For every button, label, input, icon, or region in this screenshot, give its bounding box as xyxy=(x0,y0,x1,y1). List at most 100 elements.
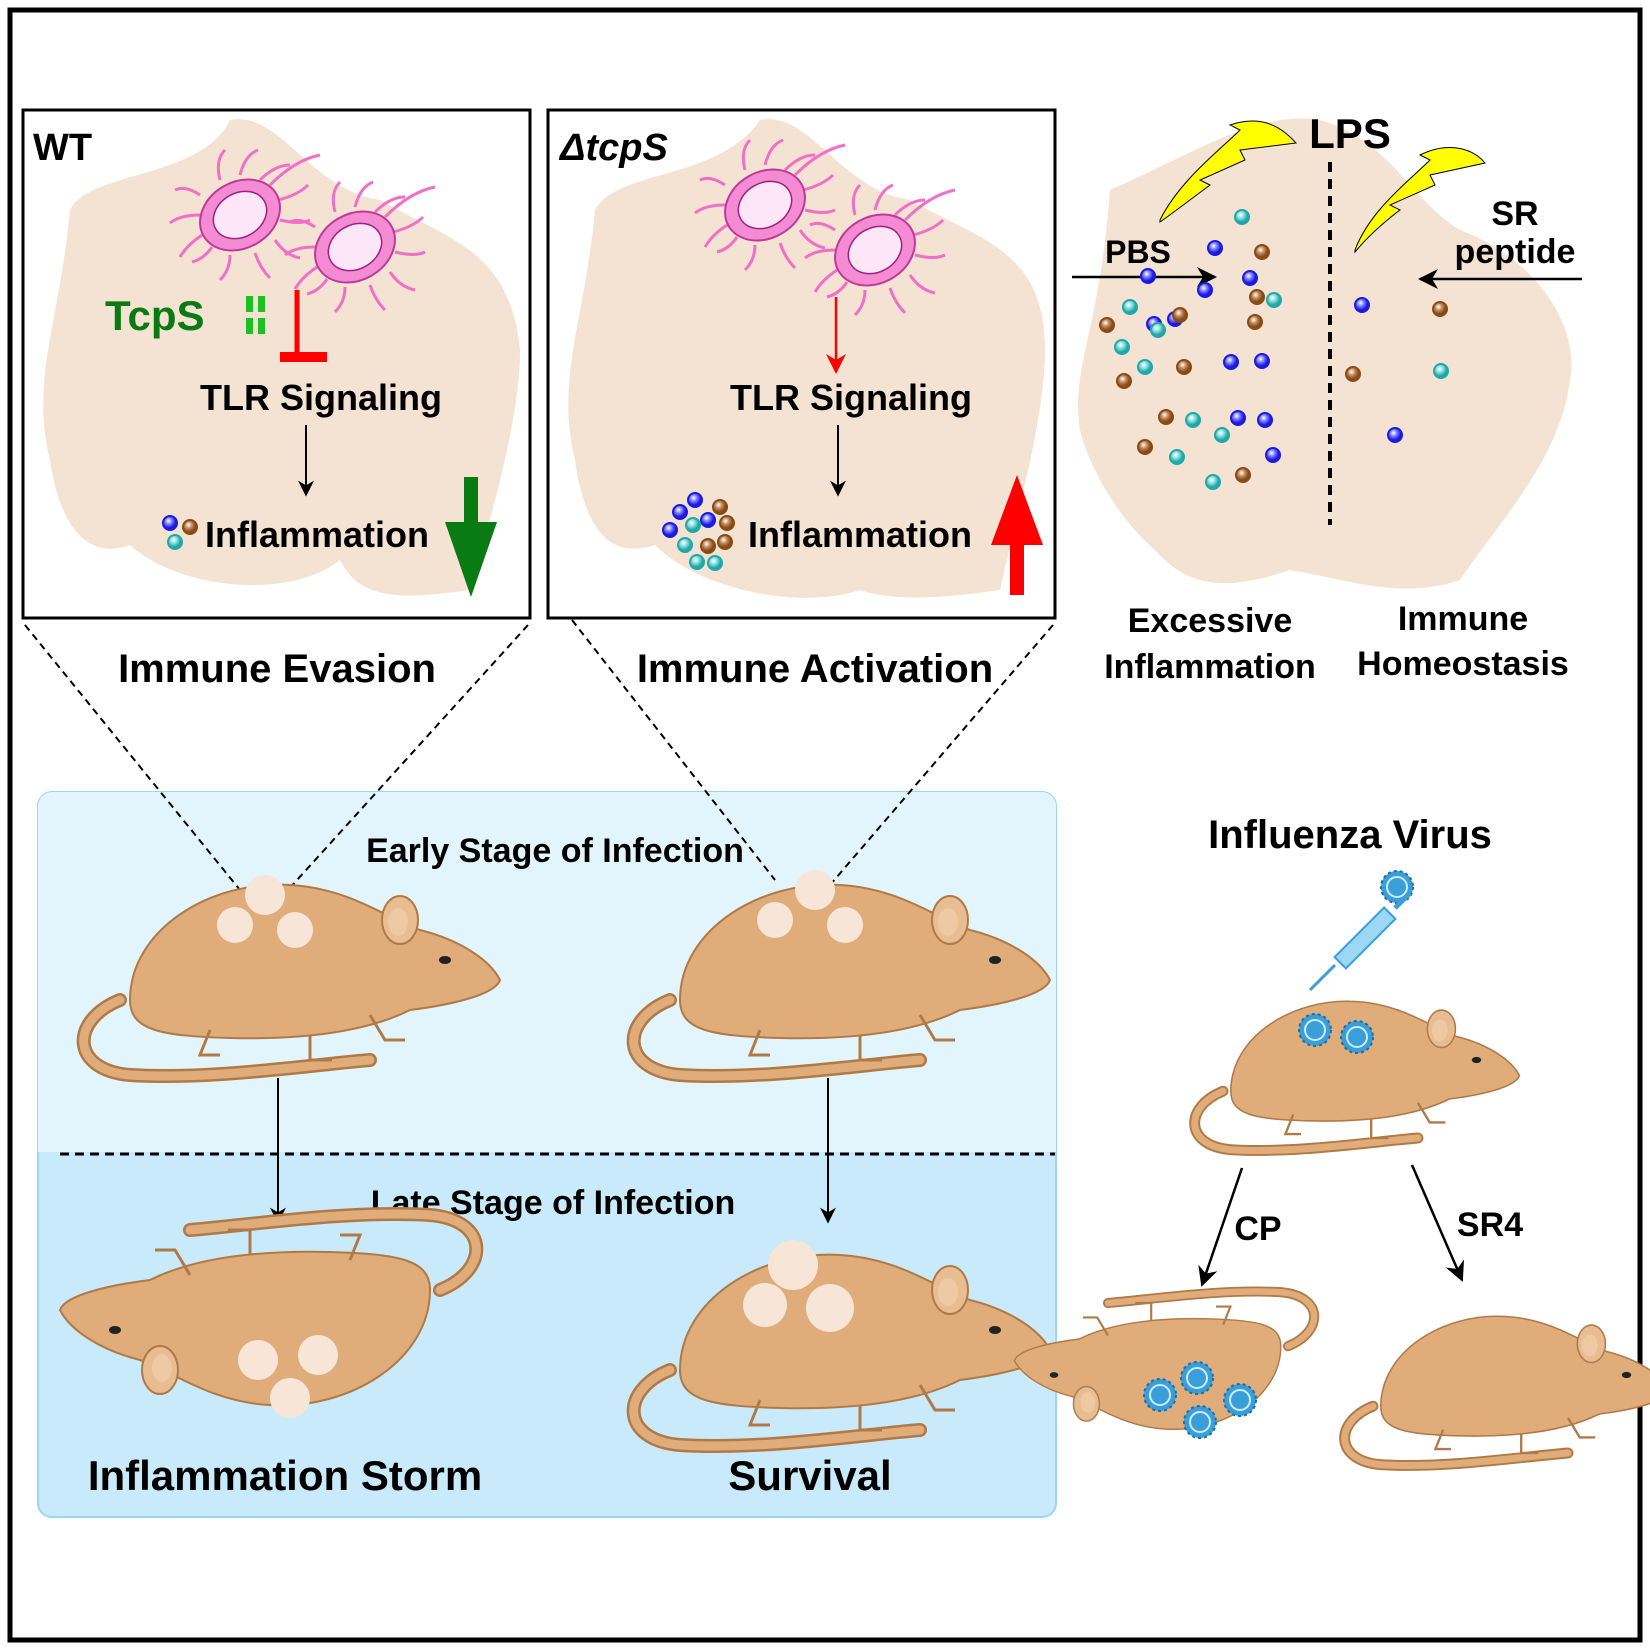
cytokines-icon xyxy=(1099,209,1449,490)
cytokine-n-dot xyxy=(1249,289,1265,305)
survival-label: Survival xyxy=(728,1452,891,1499)
cytokines-cluster-icon xyxy=(662,492,735,571)
zoom-line xyxy=(24,624,241,891)
homeostasis-caption: Homeostasis xyxy=(1357,645,1569,683)
cytokine-t-dot xyxy=(707,555,723,571)
inflammation-label: Inflammation xyxy=(205,514,429,555)
cytokine-n-dot xyxy=(1099,317,1115,333)
cytokine-n-dot xyxy=(1176,359,1192,375)
cytokines-icon xyxy=(162,515,198,550)
lightning-icon xyxy=(1354,147,1486,254)
cp-label: CP xyxy=(1234,1210,1281,1248)
cytokine-n-dot xyxy=(1172,307,1188,323)
excessive-caption: Excessive xyxy=(1128,602,1293,640)
cytokine-t-dot xyxy=(1266,292,1282,308)
zoom-line xyxy=(829,624,1054,886)
up-arrow-icon xyxy=(991,475,1043,595)
cytokine-t-dot xyxy=(677,537,693,553)
zoom-line xyxy=(571,619,776,881)
cytokine-b-dot xyxy=(672,504,688,520)
cytokine-n-dot xyxy=(1235,467,1251,483)
tlr-signaling-label: TLR Signaling xyxy=(200,377,442,418)
cytokine-t-dot xyxy=(1205,474,1221,490)
down-arrow-icon xyxy=(445,477,497,597)
wt-label: WT xyxy=(33,127,92,169)
cytokine-b-dot xyxy=(1197,282,1213,298)
cytokine-t-dot xyxy=(1433,363,1449,379)
tcps-label: TcpS xyxy=(105,292,205,339)
syringe-icon xyxy=(1308,891,1412,992)
cytokine-t-dot xyxy=(1137,359,1153,375)
lps-title: LPS xyxy=(1309,110,1391,157)
cytokine-t-dot xyxy=(1185,412,1201,428)
sr-label: SR xyxy=(1491,195,1538,233)
cp-arrow-icon xyxy=(1198,1167,1244,1287)
immune-activation-caption: Immune Activation xyxy=(637,647,993,691)
mutant-panel: ΔtcpS TLR Signaling Inflammation xyxy=(546,108,1057,620)
cytokine-n-dot xyxy=(1116,373,1132,389)
cytokine-t-dot xyxy=(685,517,701,533)
cytokine-b-dot xyxy=(1257,412,1273,428)
virus-icon xyxy=(1183,1405,1217,1439)
infection-panel: Early Stage of Infection Late Stage of I… xyxy=(24,619,1057,1518)
cytokine-n-dot xyxy=(1254,244,1270,260)
cytokine-b-dot xyxy=(1387,427,1403,443)
virus-icon xyxy=(1223,1383,1257,1417)
inhibition-icon xyxy=(280,290,327,362)
cytokine-t-dot xyxy=(1114,339,1130,355)
cytokine-b-dot xyxy=(1230,410,1246,426)
cytokine-b-dot xyxy=(1207,240,1223,256)
lps-panel: LPS PBS SR peptide Excessive Inflammatio… xyxy=(1072,110,1582,686)
infected-tissue-icon xyxy=(238,1240,854,1418)
host-cell xyxy=(568,119,1045,598)
inflammation-label: Inflammation xyxy=(748,514,972,555)
cytokine-t-dot xyxy=(689,554,705,570)
cytokine-n-dot xyxy=(717,534,733,550)
lightning-icon xyxy=(1159,120,1298,223)
cytokine-n-dot xyxy=(1247,314,1263,330)
tlr-signaling-label: TLR Signaling xyxy=(730,377,972,418)
cytokine-t-dot xyxy=(1169,449,1185,465)
cytokine-b-dot xyxy=(662,522,678,538)
tcps-protein-icon xyxy=(246,296,265,334)
influenza-panel: Influenza Virus CP SR4 xyxy=(1014,813,1650,1465)
immune-caption: Immune xyxy=(1398,600,1528,638)
pbs-label: PBS xyxy=(1105,234,1171,270)
virus-icon xyxy=(1298,1013,1332,1047)
sr4-label: SR4 xyxy=(1457,1206,1523,1244)
virus-icon xyxy=(1180,1361,1214,1395)
peptide-label: peptide xyxy=(1455,233,1576,271)
cytokine-t-dot xyxy=(1122,299,1138,315)
cytokine-t-dot xyxy=(1234,209,1250,225)
cytokine-b-dot xyxy=(1354,297,1370,313)
cytokine-t-dot xyxy=(1214,427,1230,443)
inflammation-storm-label: Inflammation Storm xyxy=(88,1452,482,1499)
cytokine-b-dot xyxy=(700,512,716,528)
cytokine-n-dot xyxy=(1432,301,1448,317)
cytokine-b-dot xyxy=(1242,270,1258,286)
virus-icon xyxy=(1340,1020,1374,1054)
cytokine-b-dot xyxy=(1265,447,1281,463)
wt-panel: WT TcpS TLR Signaling Inflammation xyxy=(21,108,532,620)
cytokine-b-dot xyxy=(1254,353,1270,369)
cytokine-b-dot xyxy=(687,492,703,508)
influenza-title: Influenza Virus xyxy=(1208,813,1492,857)
cytokine-n-dot xyxy=(1345,366,1361,382)
cytokine-n-dot xyxy=(719,515,735,531)
cytokine-b-dot xyxy=(1223,354,1239,370)
delta-tcps-label: ΔtcpS xyxy=(558,127,668,169)
cytokine-n-dot xyxy=(712,499,728,515)
infected-tissue-icon xyxy=(217,870,863,948)
early-stage-label: Early Stage of Infection xyxy=(366,832,744,870)
cytokine-b-dot xyxy=(1140,268,1156,284)
inflammation-caption: Inflammation xyxy=(1104,648,1316,686)
cytokine-n-dot xyxy=(1158,409,1174,425)
virus-icon xyxy=(1143,1378,1177,1412)
cytokine-n-dot xyxy=(1137,439,1153,455)
host-cell xyxy=(1077,118,1572,589)
immune-evasion-caption: Immune Evasion xyxy=(118,647,436,691)
cytokine-t-dot xyxy=(1150,322,1166,338)
sr4-arrow-icon xyxy=(1410,1164,1464,1282)
